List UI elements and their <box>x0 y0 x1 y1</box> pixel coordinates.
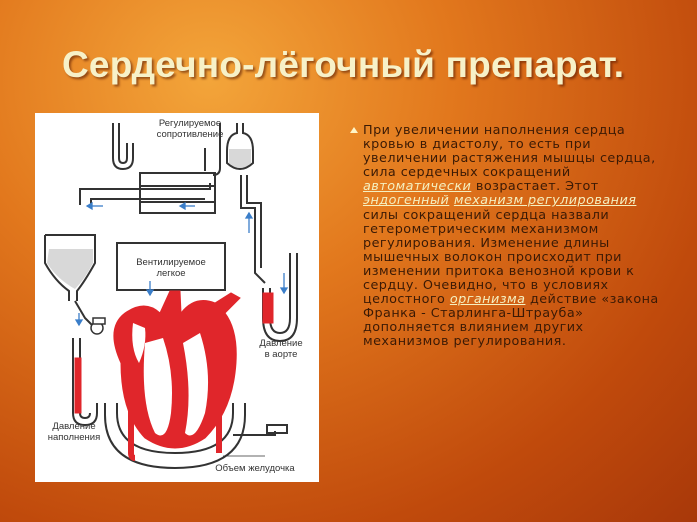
label-resistance-line1: Регулируемое <box>158 118 222 129</box>
bullet-icon <box>350 127 358 133</box>
label-lung-line2: легкое <box>156 268 186 279</box>
slide-title: Сердечно-лёгочный препарат. <box>62 44 662 86</box>
left-funnel <box>45 234 96 301</box>
link-organism[interactable]: организма <box>449 292 526 308</box>
label-ventricle-text: Объем желудочка <box>215 463 295 474</box>
diagram-drawing <box>44 123 298 470</box>
label-resistance-line2: сопротивление <box>156 129 224 140</box>
title-text: Сердечно-лёгочный препарат <box>62 44 614 85</box>
text-part3: силы сокращений сердца назвали гетеромет… <box>363 207 635 308</box>
label-filling-line1: Давление <box>52 421 96 432</box>
link-endogenous[interactable]: эндогенный <box>363 193 450 209</box>
text-part2: возрастает. Этот <box>471 179 599 195</box>
right-u-tube <box>269 253 291 335</box>
label-lung-line1: Вентилируемое <box>136 257 206 268</box>
label-filling-line2: наполнения <box>47 432 101 443</box>
link-regulation-mechanism[interactable]: механизм регулирования <box>453 193 637 209</box>
body-paragraph: При увеличении наполнения сердца кровью … <box>350 123 663 350</box>
heart-shape <box>113 290 241 449</box>
link-automatic[interactable]: автоматически <box>363 179 472 195</box>
resistance-chamber <box>139 172 216 214</box>
title-dot: . <box>613 44 625 85</box>
left-top-u-tube <box>112 123 134 171</box>
label-aortic-line2: в аорте <box>264 349 298 360</box>
label-ventricle-volume: Объем желудочка <box>200 463 310 474</box>
text-part4: действие «закона Франка - Старлинга-Штра… <box>363 292 659 350</box>
text-part1: При увеличении наполнения сердца кровью … <box>363 123 656 181</box>
label-aortic-line1: Давление <box>259 338 303 349</box>
ventricle-chamber <box>104 403 246 470</box>
bottom-left-u-tube <box>72 338 98 427</box>
lung-box <box>116 242 226 291</box>
top-reservoir <box>226 123 254 170</box>
